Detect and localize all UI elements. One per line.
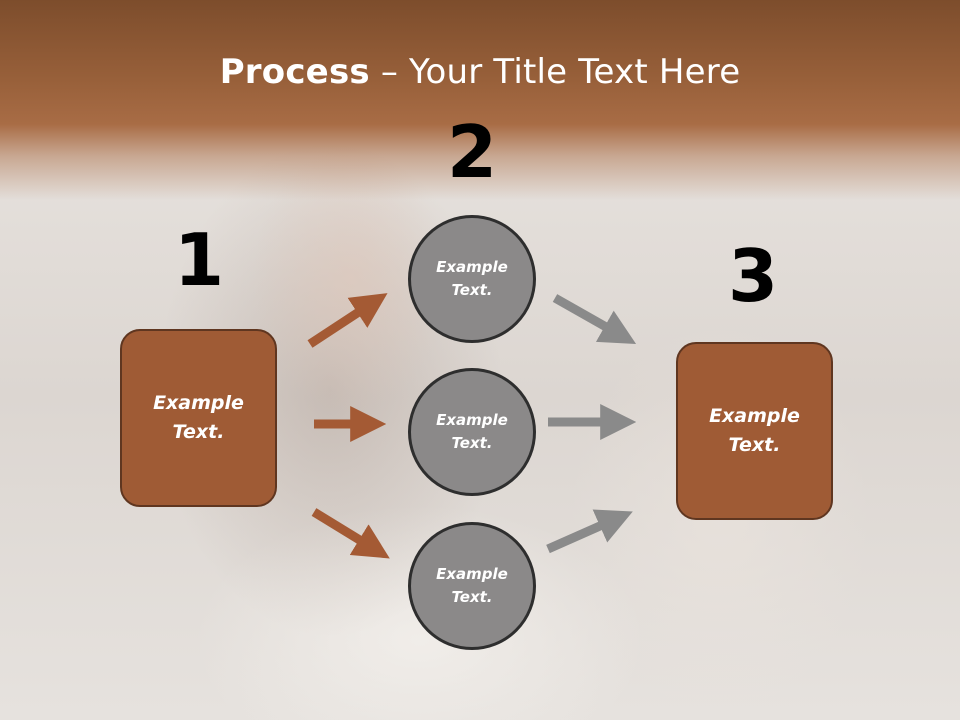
arrow-box1-to-circle-bottom bbox=[311, 508, 390, 559]
circle-bottom-text: Example Text. bbox=[436, 565, 508, 606]
circle-top: Example Text. bbox=[408, 215, 536, 343]
circle-bottom: Example Text. bbox=[408, 522, 536, 650]
arrow-box1-to-circle-top bbox=[307, 293, 388, 348]
title-rest: – Your Title Text Here bbox=[369, 52, 741, 92]
circle-top-text: Example Text. bbox=[436, 258, 508, 299]
step-box-3: Example Text. bbox=[676, 342, 833, 520]
step-box-1: Example Text. bbox=[120, 329, 277, 507]
title-bold: Process bbox=[219, 52, 370, 92]
circle-middle-text: Example Text. bbox=[436, 411, 508, 452]
header-band bbox=[0, 0, 960, 200]
step-box-1-text: Example Text. bbox=[153, 392, 244, 443]
arrow-circle-bottom-to-box3 bbox=[546, 509, 633, 554]
arrow-circle-top-to-box3 bbox=[552, 294, 637, 344]
step-number-1: 1 bbox=[173, 218, 225, 302]
slide-title: Process – Your Title Text Here bbox=[0, 52, 960, 92]
step-number-2: 2 bbox=[446, 110, 498, 194]
step-number-3: 3 bbox=[727, 234, 779, 318]
step-box-3-text: Example Text. bbox=[709, 405, 800, 456]
circle-middle: Example Text. bbox=[408, 368, 536, 496]
